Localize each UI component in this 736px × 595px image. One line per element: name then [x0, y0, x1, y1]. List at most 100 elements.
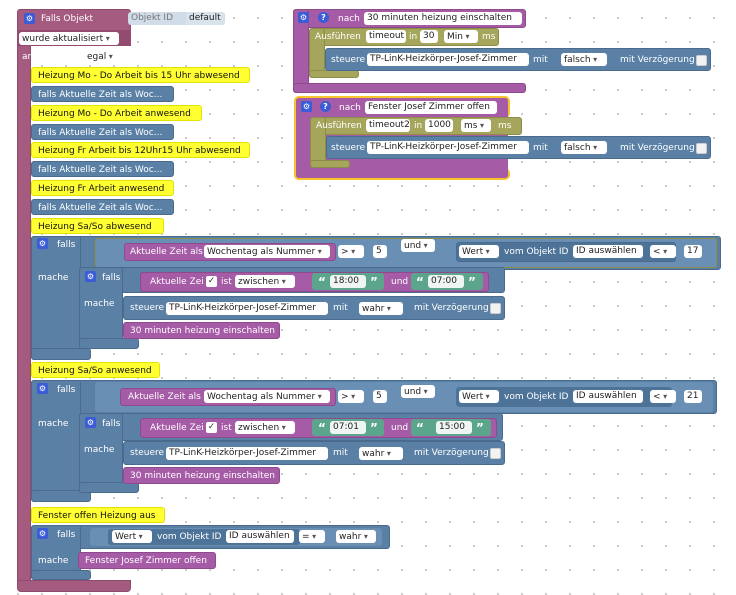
sa-anw-current-time-short: Aktuelle Zei — [150, 423, 204, 433]
sa-anw-inner-gear-icon[interactable]: ⚙ — [85, 417, 96, 428]
func1-help-icon[interactable]: ? — [318, 12, 329, 23]
func1-timeout-name[interactable]: timeout — [366, 30, 406, 43]
sa-abw-quote-close2-icon: ” — [468, 275, 476, 289]
sa-abw-steuere: steuere — [130, 303, 165, 313]
ack-select[interactable]: egal — [84, 50, 122, 63]
sa-abw-id-select[interactable]: ID auswählen — [573, 245, 643, 258]
func2-name[interactable]: Fenster Josef Zimmer offen — [365, 101, 497, 114]
day-call-2[interactable]: falls Aktuelle Zeit als Woc... — [31, 124, 174, 140]
sa-anw-label[interactable]: Heizung Sa/So anwesend — [31, 362, 160, 378]
sa-abw-label[interactable]: Heizung Sa/So abwesend — [31, 218, 164, 234]
func1-device[interactable]: TP-LinK-Heizkörper-Josef-Zimmer — [367, 53, 529, 66]
window-wahr-select[interactable]: wahr — [336, 530, 376, 543]
sa-abw-wert-select[interactable]: Wert — [459, 245, 499, 258]
sa-anw-quote-open2-icon: “ — [416, 421, 424, 435]
sa-abw-zwischen-select[interactable]: zwischen — [235, 275, 295, 288]
sa-abw-hour-limit[interactable]: 17 — [684, 245, 702, 258]
day-call-1[interactable]: falls Aktuelle Zeit als Woc... — [31, 86, 174, 102]
func2-gear-icon[interactable]: ⚙ — [301, 101, 312, 112]
sa-anw-call-timer[interactable]: 30 minuten heizung einschalten — [123, 467, 280, 484]
func2-ms: ms — [498, 121, 512, 131]
sa-abw-current-time: Aktuelle Zeit als — [130, 247, 203, 257]
sa-anw-gear-icon[interactable]: ⚙ — [37, 383, 48, 394]
sa-abw-lt-select[interactable]: < — [650, 245, 676, 258]
day-label-4[interactable]: Heizung Fr Arbeit anwesend — [31, 180, 174, 196]
day-label-3[interactable]: Heizung Fr Arbeit bis 12Uhr15 Uhr abwese… — [31, 142, 250, 158]
sa-abw-check-icon[interactable]: ✓ — [206, 276, 217, 287]
sa-anw-wert-select[interactable]: Wert — [459, 390, 499, 403]
sa-anw-gt-select[interactable]: > — [338, 390, 364, 403]
day-call-3[interactable]: falls Aktuelle Zeit als Woc... — [31, 161, 174, 177]
sa-abw-mit-verz: mit Verzögerung — [414, 303, 489, 313]
sa-abw-quote-close-icon: ” — [370, 275, 378, 289]
func1-falsch-select[interactable]: falsch — [561, 53, 607, 66]
sa-abw-daynum[interactable]: 5 — [373, 245, 387, 258]
func2-amount[interactable]: 1000 — [425, 119, 453, 132]
sa-abw-call-timer[interactable]: 30 minuten heizung einschalten — [123, 322, 280, 339]
window-call[interactable]: Fenster Josef Zimmer offen — [78, 552, 216, 569]
sa-abw-inner-gear-icon[interactable]: ⚙ — [85, 271, 96, 282]
sa-anw-daynum[interactable]: 5 — [373, 390, 387, 403]
sa-anw-check-icon[interactable]: ✓ — [206, 422, 217, 433]
func2-steuere: steuere — [331, 143, 366, 153]
sa-anw-wahr-select[interactable]: wahr — [359, 447, 403, 460]
sa-abw-device[interactable]: TP-LinK-Heizkörper-Josef-Zimmer — [166, 302, 328, 315]
func1-ms: ms — [482, 32, 496, 42]
func1-amount[interactable]: 30 — [420, 30, 438, 43]
func2-falsch-select[interactable]: falsch — [561, 141, 607, 154]
sa-anw-time-from[interactable]: 07:01 — [330, 421, 366, 434]
trigger-bottom — [17, 580, 131, 592]
sa-anw-und: und — [391, 423, 409, 433]
day-call-4[interactable]: falls Aktuelle Zeit als Woc... — [31, 199, 174, 215]
func1-unit-select[interactable]: Min — [444, 30, 478, 43]
sa-anw-mit: mit — [333, 448, 348, 458]
func2-help-icon[interactable]: ? — [320, 101, 331, 112]
sa-anw-quote-close-icon: ” — [370, 421, 378, 435]
window-id-select[interactable]: ID auswählen — [226, 530, 294, 543]
sa-abw-inner-falls: falls — [102, 273, 121, 283]
sa-anw-vom-objekt: vom Objekt ID — [504, 392, 569, 402]
func2-device[interactable]: TP-LinK-Heizkörper-Josef-Zimmer — [367, 141, 529, 154]
func1-delay-checkbox[interactable] — [696, 55, 707, 66]
window-if-bottom — [31, 570, 91, 580]
sa-abw-delay-checkbox[interactable] — [490, 303, 501, 314]
sa-anw-delay-checkbox[interactable] — [490, 448, 501, 459]
sa-anw-weekday-select[interactable]: Wochentag als Nummer — [204, 390, 330, 403]
sa-anw-device[interactable]: TP-LinK-Heizkörper-Josef-Zimmer — [166, 447, 328, 460]
window-gear-icon[interactable]: ⚙ — [37, 528, 48, 539]
func1-gear-icon[interactable]: ⚙ — [298, 12, 309, 23]
day-label-1[interactable]: Heizung Mo - Do Arbeit bis 15 Uhr abwese… — [31, 67, 250, 83]
trigger-updated-select[interactable]: wurde aktualisiert — [19, 32, 119, 45]
sa-abw-gt-select[interactable]: > — [338, 245, 364, 258]
func1-mit: mit — [533, 55, 548, 65]
sa-anw-lt-select[interactable]: < — [650, 390, 676, 403]
sa-abw-quote-open2-icon: “ — [416, 275, 424, 289]
objid-value[interactable]: default — [186, 12, 224, 25]
trigger-gear-icon[interactable]: ⚙ — [24, 13, 35, 24]
sa-abw-time-from[interactable]: 18:00 — [330, 275, 366, 288]
ack-label: anerkannt ist — [22, 52, 82, 62]
sa-anw-hour-limit[interactable]: 21 — [684, 390, 702, 403]
func2-delay-checkbox[interactable] — [696, 143, 707, 154]
func2-timeout-name[interactable]: timeout2 — [366, 119, 410, 132]
sa-abw-time-to[interactable]: 07:00 — [428, 275, 464, 288]
sa-anw-time-to[interactable]: 15:00 — [436, 421, 472, 434]
sa-anw-zwischen-select[interactable]: zwischen — [235, 421, 295, 434]
sa-abw-weekday-select[interactable]: Wochentag als Nummer — [204, 245, 330, 258]
sa-abw-gear-icon[interactable]: ⚙ — [37, 238, 48, 249]
func2-prefix: nach — [339, 103, 361, 113]
sa-abw-vom-objekt: vom Objekt ID — [504, 247, 569, 257]
window-eq-select[interactable]: = — [299, 530, 325, 543]
sa-abw-if-bottom — [31, 348, 91, 360]
sa-abw-wahr-select[interactable]: wahr — [359, 302, 403, 315]
window-label[interactable]: Fenster offen Heizung aus — [31, 507, 165, 523]
func2-unit-select[interactable]: ms — [461, 119, 491, 132]
sa-abw-und-select[interactable]: und — [401, 239, 435, 252]
sa-abw-ist: ist — [221, 277, 232, 287]
sa-anw-und-select[interactable]: und — [401, 385, 435, 398]
sa-anw-id-select[interactable]: ID auswählen — [573, 390, 643, 403]
window-wert-select[interactable]: Wert — [112, 530, 152, 543]
day-label-2[interactable]: Heizung Mo - Do Arbeit anwesend — [31, 105, 202, 121]
window-mache: mache — [38, 556, 69, 566]
func1-name[interactable]: 30 minuten heizung einschalten — [364, 12, 522, 25]
